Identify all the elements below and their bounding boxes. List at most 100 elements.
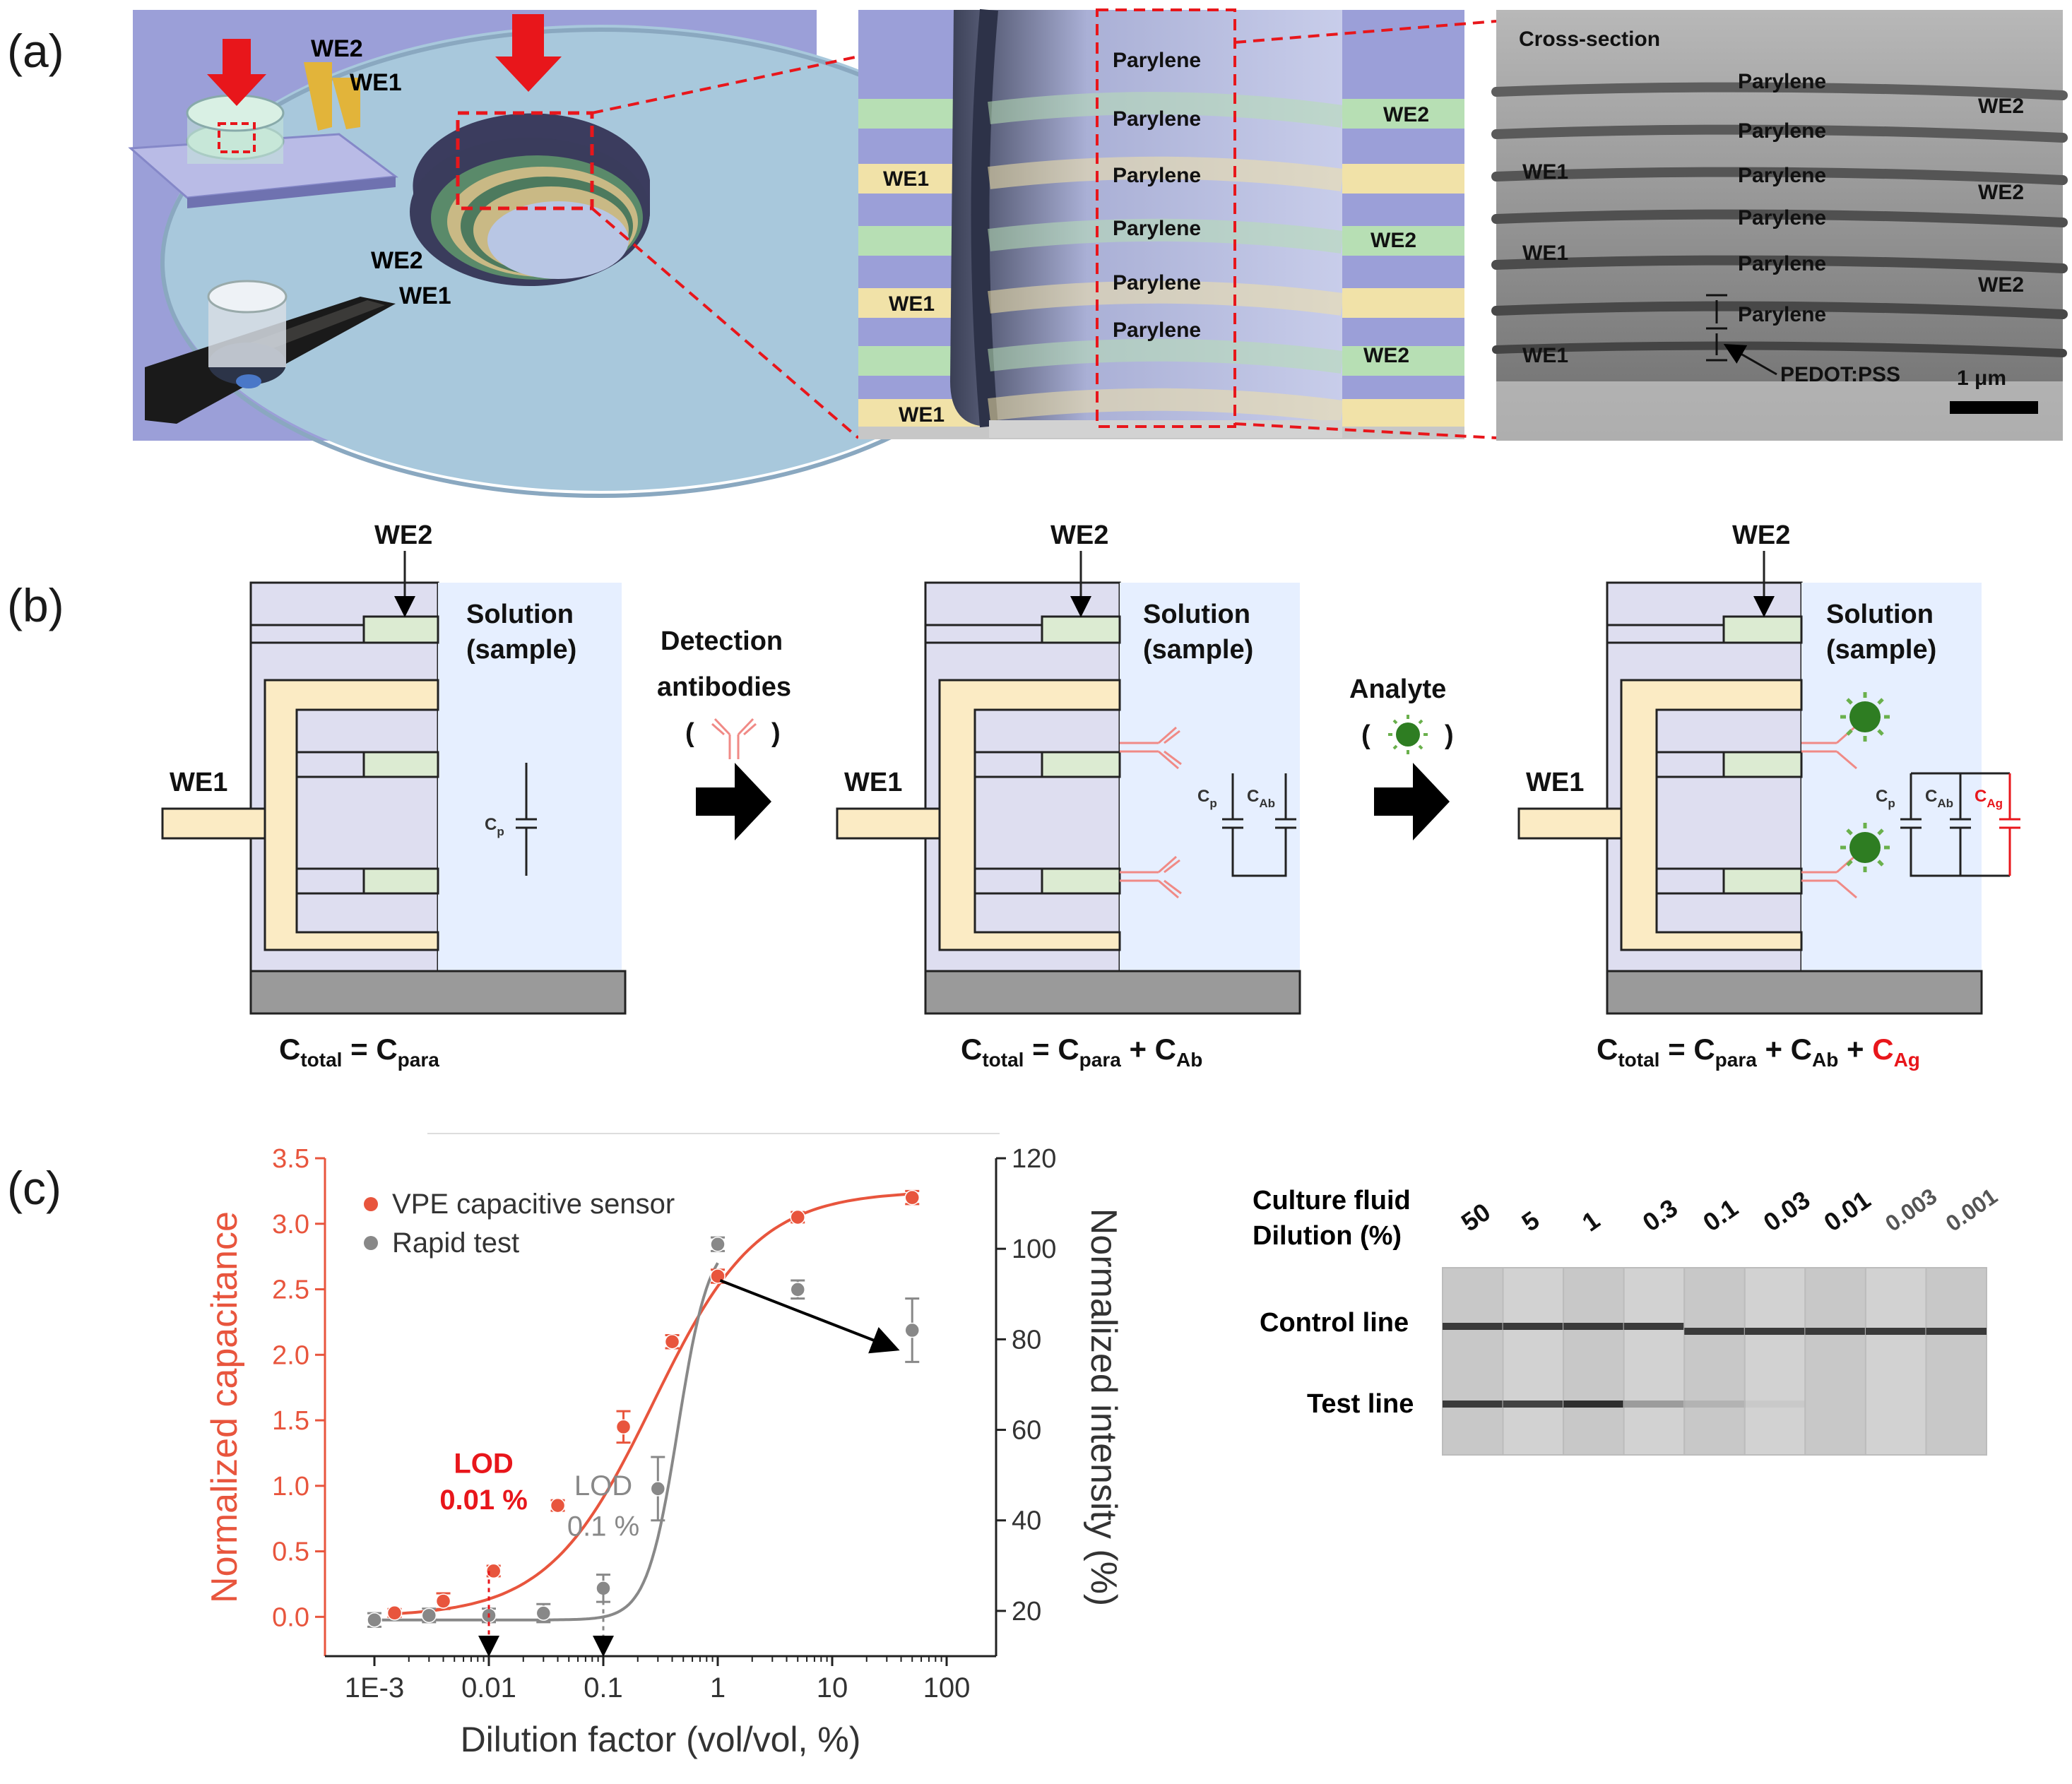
- test-line-band: [1443, 1401, 1503, 1408]
- control-line-band: [1443, 1323, 1503, 1330]
- stack-we2-3: WE2: [1363, 344, 1409, 367]
- strip-lane: [1864, 1267, 1927, 1456]
- y-left-tick-label: 0.0: [272, 1602, 309, 1632]
- strip-dilution-label: 0.01: [1818, 1185, 1876, 1237]
- equation-1: Ctotal = Cpara: [279, 1033, 439, 1071]
- rapid-point: [421, 1607, 437, 1624]
- legend-rapid-marker: [364, 1236, 378, 1250]
- sem-we2-1: WE2: [1978, 95, 2024, 118]
- arrow2-open: (: [1361, 720, 1371, 750]
- control-line-label: Control line: [1260, 1308, 1409, 1338]
- stack-we2-1: WE2: [1383, 103, 1429, 126]
- schematic1-solution: Solution: [466, 600, 574, 629]
- y-right-axis-title: Normalized intensity (%): [1083, 1208, 1124, 1607]
- strip-lane: [1683, 1267, 1746, 1456]
- rapid-point: [650, 1481, 666, 1497]
- zoom-box-chip: [218, 122, 256, 153]
- stack-parylene-2: Parylene: [1113, 107, 1201, 131]
- analyte-legend-icon: [1388, 715, 1428, 754]
- schematic2-we2: WE2: [1050, 521, 1108, 550]
- photo-we1-label: WE1: [399, 283, 451, 309]
- y-left-axis-title: Normalized capacitance: [204, 1211, 245, 1603]
- test-line-band: [1563, 1401, 1624, 1408]
- lod-rapid-value: 0.1 %: [567, 1511, 639, 1542]
- vpe-point: [790, 1209, 805, 1225]
- strip-dilution-label: 50: [1456, 1197, 1496, 1237]
- x-tick-label: 1: [710, 1672, 726, 1703]
- sem-parylene-3: Parylene: [1738, 164, 1826, 187]
- panel-b-schematics: WE2 WE1 Solution (sample) WE2 WE1 Soluti…: [161, 521, 2020, 1071]
- sem-parylene-6: Parylene: [1738, 303, 1826, 326]
- y-right-tick-label: 80: [1012, 1325, 1041, 1355]
- y-left-tick-label: 3.5: [272, 1144, 309, 1174]
- sem-title: Cross-section: [1519, 28, 1660, 51]
- control-line-band: [1744, 1328, 1806, 1335]
- zoom-box-device: [456, 111, 594, 210]
- vpe-point: [435, 1593, 451, 1609]
- red-arrow-device: [495, 14, 562, 92]
- chip-we2-label: WE2: [311, 35, 363, 62]
- strip-dilution-label: 1: [1577, 1205, 1605, 1237]
- x-axis-title: Dilution factor (vol/vol, %): [461, 1720, 861, 1759]
- layer-stack-diagram: Parylene Parylene Parylene Parylene Pary…: [858, 8, 1497, 439]
- y-left-tick-label: 0.5: [272, 1538, 309, 1567]
- antibody-2: [1120, 855, 1182, 899]
- vpe-point: [664, 1333, 680, 1350]
- schematic-analyte: [1517, 551, 2020, 1015]
- y-right-tick-label: 60: [1012, 1416, 1041, 1446]
- strip-lane: [1442, 1267, 1504, 1456]
- vpe-point: [904, 1189, 920, 1206]
- vpe-point: [550, 1497, 566, 1514]
- vpe-point: [615, 1419, 632, 1435]
- sem-we1-2: WE1: [1522, 242, 1568, 265]
- lod-vpe-label: LOD: [454, 1448, 513, 1479]
- panel-label-b: (b): [7, 579, 64, 631]
- sem-parylene-4: Parylene: [1738, 206, 1826, 230]
- schematic2-solution: Solution: [1143, 600, 1250, 629]
- strip-lane: [1563, 1267, 1625, 1456]
- sem-parylene-5: Parylene: [1738, 252, 1826, 275]
- cap-label-ab2: CAb: [1247, 787, 1275, 810]
- sem-we1-3: WE1: [1522, 344, 1568, 367]
- strip-dilution-label: 0.3: [1638, 1193, 1683, 1237]
- strip-dilution-label: 0.1: [1698, 1193, 1744, 1237]
- strip-dilution-label: 0.001: [1941, 1183, 2002, 1236]
- strip-lane: [1502, 1267, 1565, 1456]
- sem-we1-1: WE1: [1522, 160, 1568, 184]
- sem-pedot-label: PEDOT:PSS: [1780, 363, 1900, 386]
- stack-we1-2: WE1: [889, 292, 935, 316]
- chip-we1-label: WE1: [350, 69, 402, 96]
- strip-lane: [1925, 1267, 1987, 1456]
- y-right-tick-label: 100: [1012, 1235, 1056, 1264]
- y-right-tick-label: 20: [1012, 1597, 1041, 1627]
- schematic3-sample: (sample): [1826, 635, 1936, 665]
- vpe-fit-curve: [394, 1192, 913, 1615]
- schematic3-we2: WE2: [1732, 521, 1790, 550]
- stack-parylene-1: Parylene: [1113, 49, 1201, 72]
- stack-parylene-5: Parylene: [1113, 271, 1201, 295]
- sem-scale-bar: [1950, 401, 2038, 414]
- arrow1-close: ): [771, 718, 781, 748]
- device-render: WE2 WE1 WE2 WE1: [128, 10, 1041, 498]
- schematic2-we1: WE1: [844, 768, 902, 797]
- control-line-band: [1623, 1323, 1685, 1330]
- strip-dilution-label: 0.003: [1881, 1183, 1941, 1236]
- stack-we1-3: WE1: [899, 403, 945, 427]
- control-line-band: [1805, 1328, 1866, 1335]
- schematic1-we1: WE1: [170, 768, 227, 797]
- x-tick-label: 100: [923, 1672, 971, 1703]
- legend-rapid-label: Rapid test: [392, 1227, 519, 1259]
- y-right-tick-label: 120: [1012, 1144, 1056, 1174]
- analyte-1: [1840, 692, 1890, 742]
- arrow1-line2: antibodies: [657, 672, 791, 702]
- antibody-legend-icon: [711, 718, 757, 759]
- control-line-band: [1563, 1323, 1624, 1330]
- hook-effect-arrow: [719, 1279, 900, 1354]
- rapid-point: [535, 1605, 552, 1621]
- antibody-1: [1120, 726, 1182, 770]
- cap-label-p1: Cp: [485, 815, 504, 838]
- y-right-tick-label: 40: [1012, 1506, 1041, 1536]
